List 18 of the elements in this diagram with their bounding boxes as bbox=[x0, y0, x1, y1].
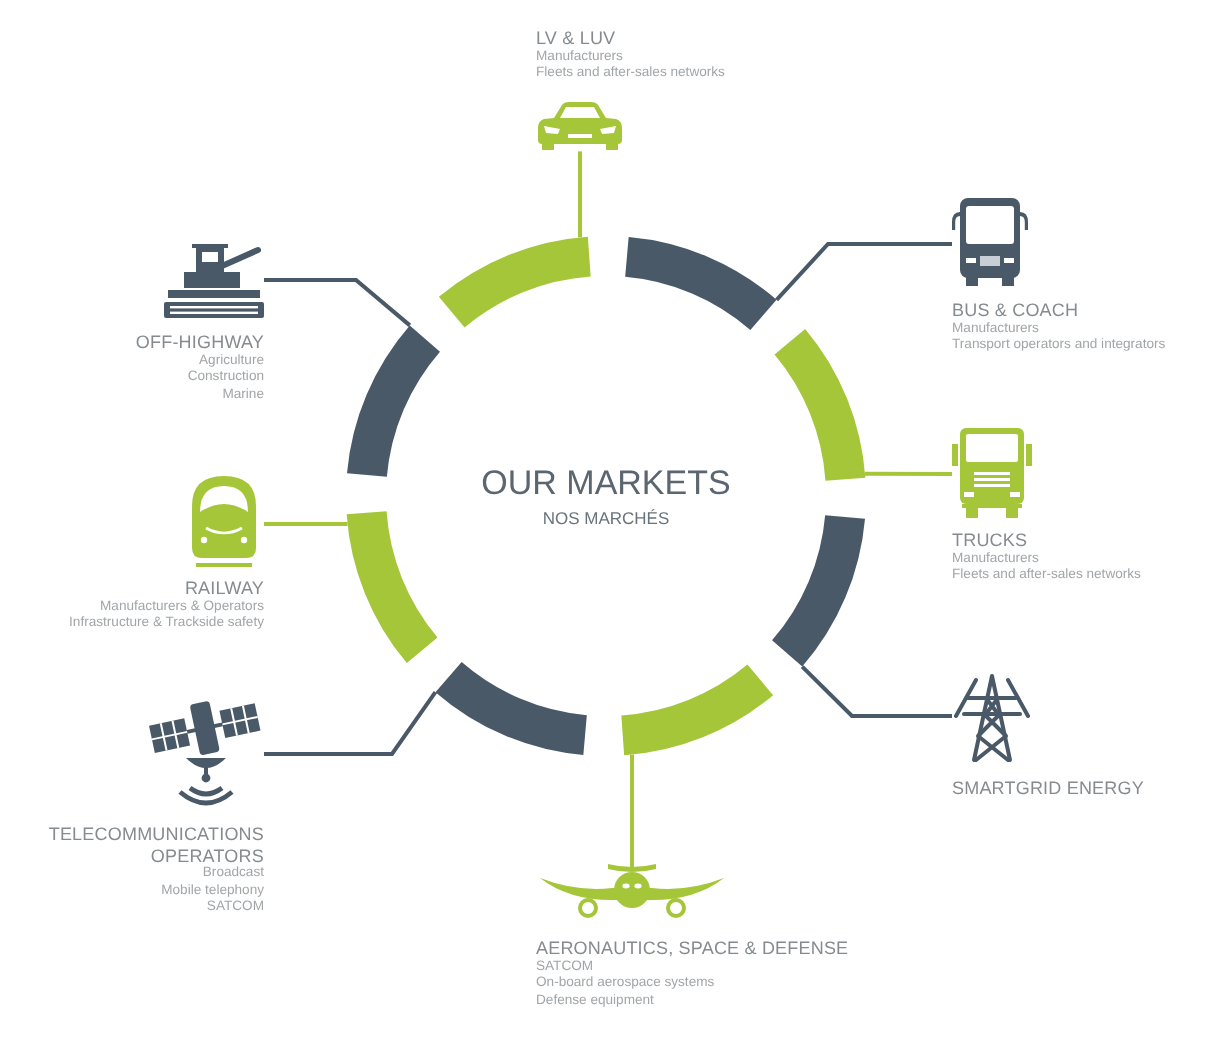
center-subtitle: NOS MARCHÉS bbox=[542, 508, 670, 528]
market-title: RAILWAY bbox=[184, 578, 264, 599]
market-title: LV & LUV bbox=[536, 28, 616, 49]
center-title: OUR MARKETS bbox=[481, 464, 731, 502]
connector-line bbox=[264, 691, 438, 756]
market-title: AERONAUTICS, SPACE & DEFENSE bbox=[536, 938, 849, 959]
connector-line bbox=[264, 522, 348, 526]
connector-line bbox=[865, 471, 952, 476]
market-title: SMARTGRID ENERGY bbox=[952, 778, 1144, 799]
connector-line bbox=[775, 242, 952, 302]
market-title: BUS & COACH bbox=[952, 300, 1079, 321]
connector-line bbox=[630, 754, 634, 846]
market-title: TELECOMMUNICATIONS OPERATORS bbox=[46, 824, 264, 866]
connector-line bbox=[800, 665, 952, 718]
market-title: OFF-HIGHWAY bbox=[135, 332, 264, 353]
connector-line bbox=[264, 278, 412, 327]
connector-line bbox=[578, 151, 582, 238]
market-title: TRUCKS bbox=[952, 530, 1028, 551]
